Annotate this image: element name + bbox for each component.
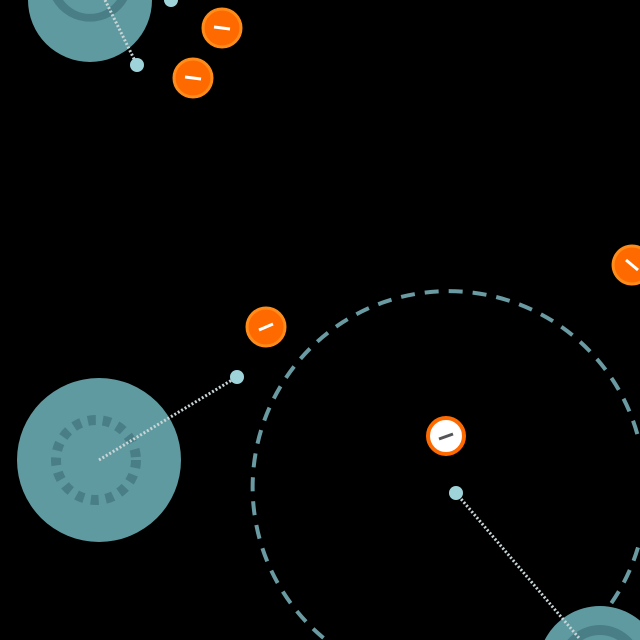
- enemy-orb[interactable]: [172, 57, 214, 99]
- planet-bottom-right[interactable]: [544, 606, 640, 640]
- selected-orb[interactable]: [426, 416, 466, 456]
- anchor-node[interactable]: [449, 486, 463, 500]
- enemy-orb[interactable]: [245, 306, 287, 348]
- anchor-node[interactable]: [230, 370, 244, 384]
- tether: [98, 375, 238, 462]
- tether: [103, 0, 139, 66]
- anchor-node[interactable]: [164, 0, 178, 7]
- planet-top-left[interactable]: [28, 0, 152, 62]
- anchor-node[interactable]: [130, 58, 144, 72]
- enemy-orb[interactable]: [611, 244, 640, 286]
- enemy-orb[interactable]: [201, 7, 243, 49]
